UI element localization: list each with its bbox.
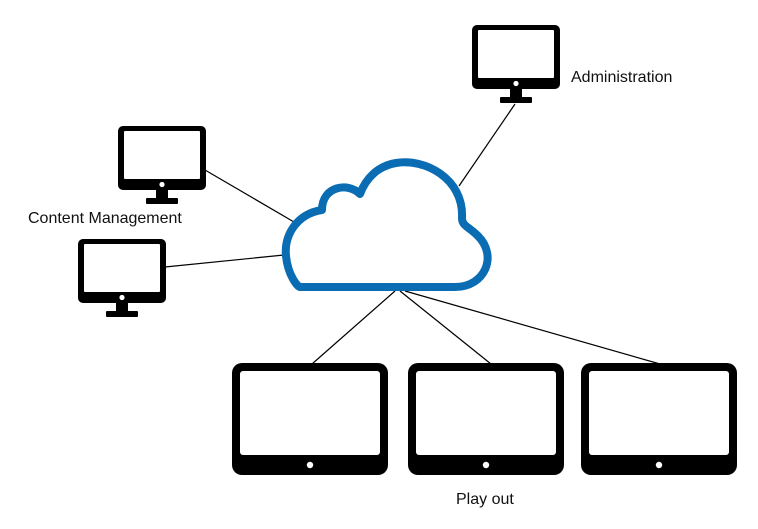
connector-playout-middle xyxy=(399,290,492,365)
tablet-icon xyxy=(232,363,388,475)
connector-content-top xyxy=(204,169,295,223)
connector-administration xyxy=(458,103,516,187)
tablet-icon xyxy=(581,363,737,475)
play-out-label: Play out xyxy=(456,491,514,508)
tablet-icon xyxy=(408,363,564,475)
content-management-label: Content Management xyxy=(28,210,182,227)
connector-playout-right xyxy=(404,290,661,365)
monitor-icon xyxy=(118,126,206,204)
connector-playout-left xyxy=(311,290,396,365)
monitor-icon xyxy=(472,25,560,103)
connectors xyxy=(164,103,661,365)
monitor-icon xyxy=(78,239,166,317)
connector-content-bottom xyxy=(164,254,285,268)
administration-label: Administration xyxy=(571,69,673,86)
cloud-icon xyxy=(281,158,492,291)
